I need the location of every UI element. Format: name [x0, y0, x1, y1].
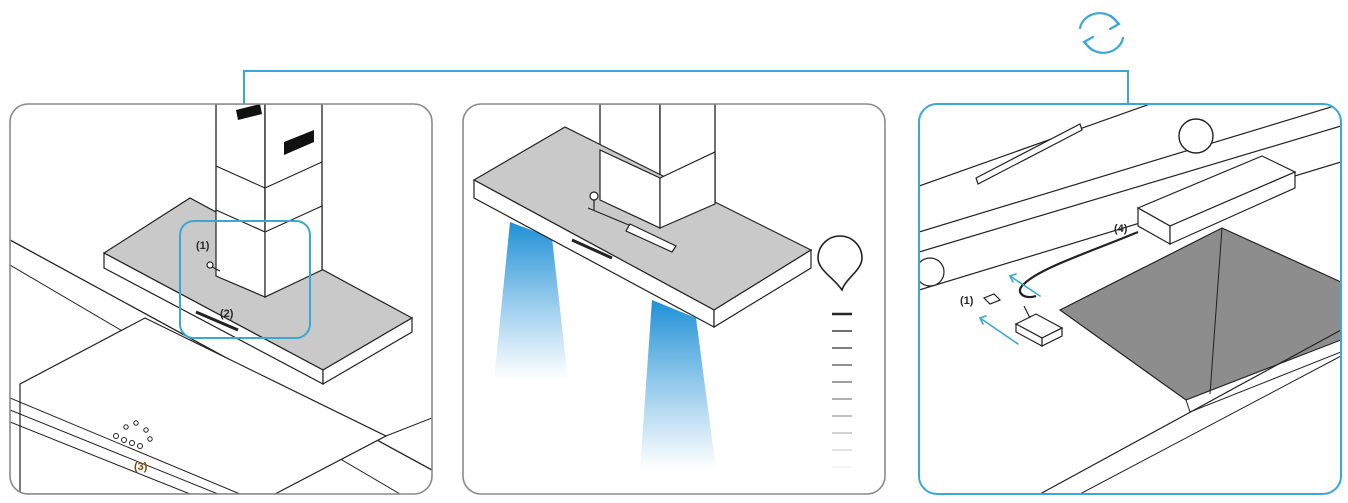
chimney-vent-side: [284, 130, 314, 155]
panel-3-frame: [918, 103, 1342, 495]
panel-1: (1) (2) (3): [9, 103, 433, 495]
callout-2: (2): [220, 308, 234, 320]
panel-3: (1) (4): [918, 103, 1342, 495]
switch-lever: [587, 191, 677, 253]
callout-1: (1): [196, 240, 210, 252]
callout-1: (1): [960, 295, 974, 307]
light-beam-right: [640, 300, 716, 470]
panel-2: [462, 103, 886, 495]
connector-block: [1014, 305, 1064, 348]
refresh-icon: [1078, 12, 1125, 54]
small-plug: [982, 293, 1002, 305]
light-beam-left: [494, 222, 568, 380]
chimney-vent-top: [236, 104, 262, 120]
brightness-scale: [832, 312, 852, 468]
light-slot: [975, 123, 1083, 185]
cooktop-controls: [113, 420, 153, 449]
filter-panel: [1058, 227, 1341, 401]
arrow-icon: [978, 273, 1041, 345]
callout-3: (3): [134, 461, 148, 473]
bulb-icon: [817, 235, 863, 292]
hood-side: [713, 248, 812, 329]
cable: [1018, 230, 1139, 299]
switch-knob: [206, 261, 214, 269]
led-module: [1136, 155, 1297, 246]
panel-1-frame: [9, 103, 433, 495]
callout-4: (4): [1114, 223, 1128, 235]
highlight-box: [179, 220, 311, 339]
cooktop: [19, 317, 388, 494]
panel-2-frame: [462, 103, 886, 495]
hood-side: [322, 316, 413, 386]
